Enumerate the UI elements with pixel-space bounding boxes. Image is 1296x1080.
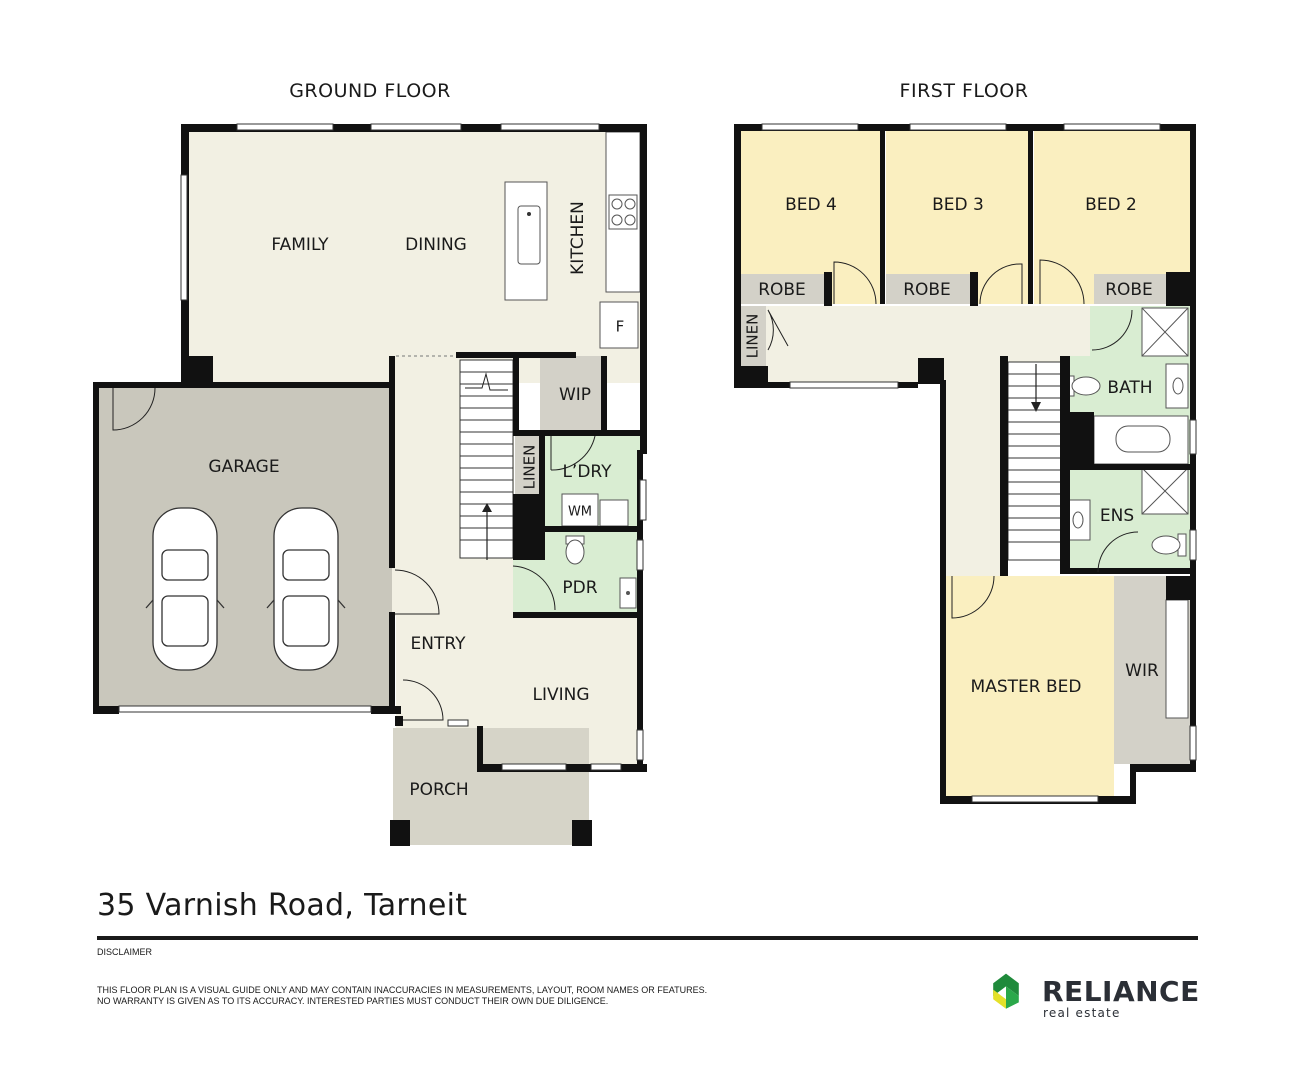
- first-floor-title: FIRST FLOOR: [900, 80, 1029, 102]
- brand-tagline: real estate: [1043, 1006, 1121, 1020]
- stair-treads: [460, 371, 513, 541]
- first-floor: BED 4 BED 3 BED 2 ROBE ROBE ROBE LINEN B…: [734, 123, 1197, 804]
- first-windows: [761, 123, 1197, 803]
- room-label-master-bed: MASTER BED: [971, 677, 1082, 697]
- reliance-logo-icon: [993, 973, 1019, 1009]
- room-label-ens: ENS: [1100, 506, 1134, 526]
- room-label-laundry: L’DRY: [562, 462, 612, 482]
- stair-break: [465, 372, 508, 391]
- room-label-dining: DINING: [405, 235, 467, 255]
- master-bed-area: [946, 576, 1114, 798]
- room-label-linen-first: LINEN: [744, 314, 762, 359]
- shower-icon: [1141, 307, 1189, 357]
- toilet-icon: [1065, 375, 1101, 397]
- room-label-bed3: BED 3: [932, 195, 984, 215]
- room-label-robe-bed4: ROBE: [758, 280, 806, 300]
- room-label-porch: PORCH: [409, 780, 468, 800]
- room-label-robe-bed3: ROBE: [903, 280, 951, 300]
- room-label-linen-ground: LINEN: [521, 445, 539, 490]
- property-address: 35 Varnish Road, Tarneit: [97, 888, 468, 923]
- room-label-pdr: PDR: [562, 578, 597, 598]
- garage-area: [98, 386, 392, 710]
- sink-drain: [527, 212, 531, 216]
- room-label-bath: BATH: [1107, 378, 1152, 398]
- room-label-robe-bed2: ROBE: [1105, 280, 1153, 300]
- room-label-wir: WIR: [1125, 661, 1159, 681]
- stair-arrow-first-head: [1031, 402, 1041, 412]
- ground-doors: [112, 387, 596, 721]
- room-label-bed4: BED 4: [785, 195, 837, 215]
- first-doors: [767, 259, 1139, 619]
- porch-area: [393, 728, 589, 845]
- ground-floor-title: GROUND FLOOR: [289, 80, 451, 102]
- disclaimer-text: THIS FLOOR PLAN IS A VISUAL GUIDE ONLY A…: [97, 985, 797, 1007]
- room-label-entry: ENTRY: [411, 634, 467, 654]
- stair-arrow-head: [482, 503, 492, 512]
- toilet-icon: [1151, 533, 1187, 557]
- robe4-area: [740, 274, 824, 304]
- room-label-family: FAMILY: [271, 235, 329, 255]
- ground-windows: [118, 123, 647, 771]
- laundry-tub: [599, 499, 629, 527]
- washing-machine-label: WM: [568, 505, 592, 520]
- divider-rule: [97, 936, 1198, 940]
- linen-cupboard-first: [740, 306, 766, 368]
- wip-area: [540, 356, 606, 432]
- room-label-living: LIVING: [532, 685, 589, 705]
- bathtub-icon: [1093, 415, 1189, 465]
- hallway-first-vertical: [944, 306, 1006, 576]
- robe2-area: [1094, 274, 1166, 304]
- ground-floor: FAMILY DINING KITCHEN F WIP LINEN L’DRY …: [93, 123, 647, 846]
- room-label-bed2: BED 2: [1085, 195, 1137, 215]
- washing-machine: [561, 493, 599, 527]
- disclaimer-heading: DISCLAIMER: [97, 947, 153, 957]
- car-icon: [266, 507, 346, 671]
- fridge-space: [599, 301, 639, 349]
- disclaimer-line-2: NO WARRANTY IS GIVEN AS TO ITS ACCURACY.…: [97, 996, 609, 1006]
- fridge-label: F: [616, 318, 625, 336]
- floor-plan: GROUND FLOOR: [93, 80, 1197, 846]
- sink: [517, 205, 541, 265]
- room-label-wip: WIP: [559, 385, 591, 405]
- family-dining-kitchen-area: [187, 130, 642, 383]
- robe3-area: [886, 274, 970, 304]
- brand-name: RELIANCE: [1042, 975, 1200, 1008]
- disclaimer-line-1: THIS FLOOR PLAN IS A VISUAL GUIDE ONLY A…: [97, 985, 708, 995]
- shower-icon: [1141, 467, 1189, 515]
- wir-shelf: [1165, 599, 1189, 719]
- basin-icon: [1165, 363, 1189, 409]
- car-icon: [145, 507, 225, 671]
- room-label-garage: GARAGE: [208, 457, 279, 477]
- room-label-kitchen: KITCHEN: [568, 201, 588, 275]
